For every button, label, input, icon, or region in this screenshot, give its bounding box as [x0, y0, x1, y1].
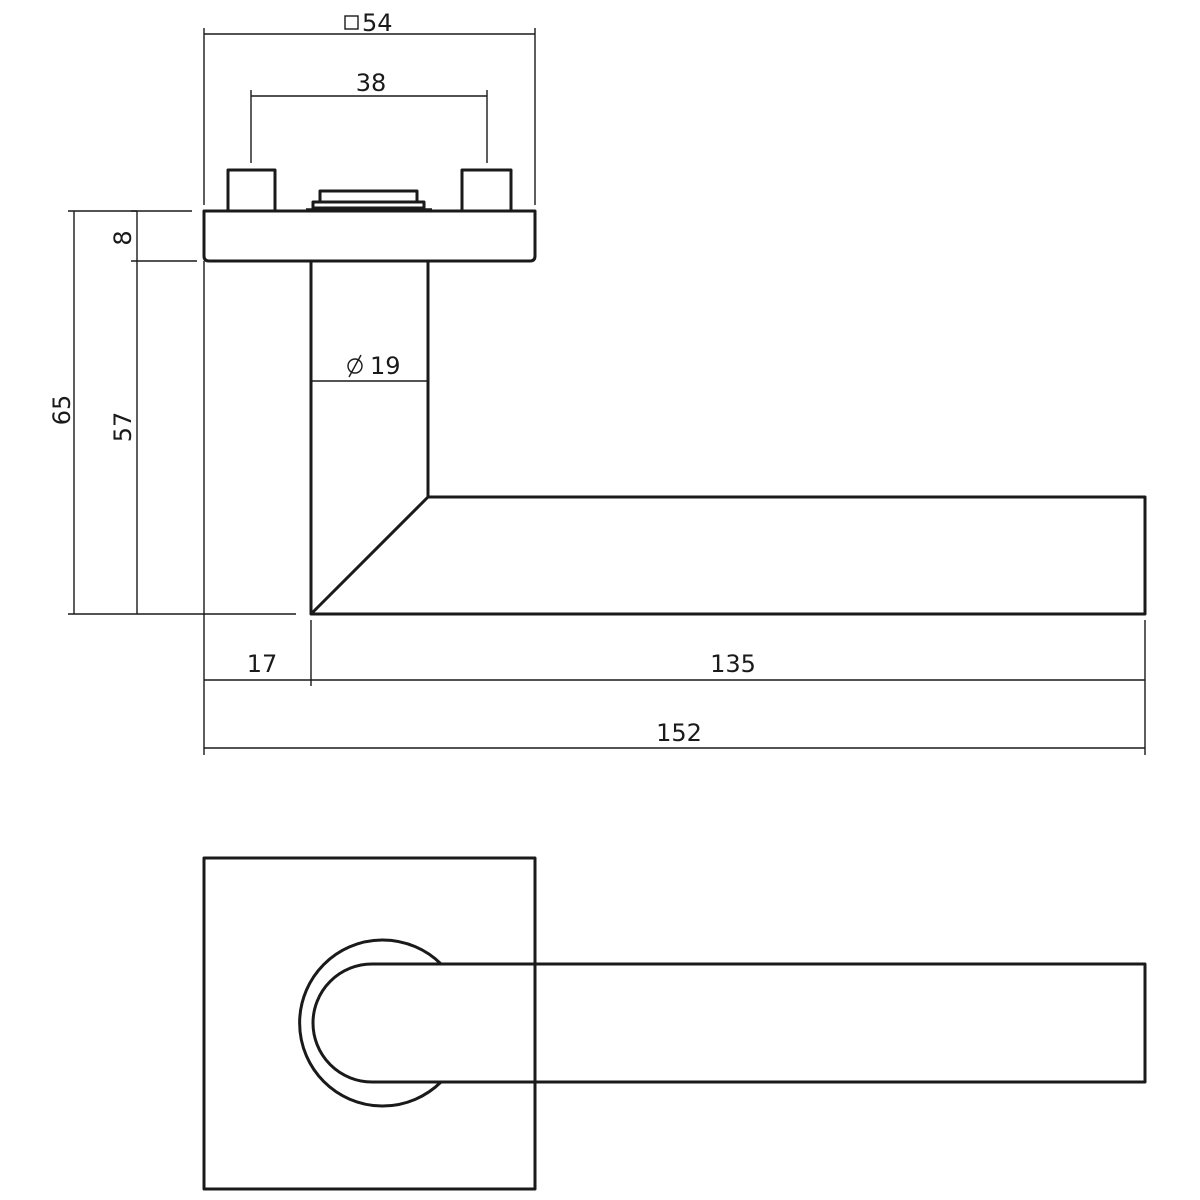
handle-side-outline: [309, 261, 1147, 616]
rose-plate-side: [202, 209, 537, 263]
lever-top-outline: [311, 962, 1147, 1084]
dim-total-height: 65: [48, 210, 296, 615]
square-symbol: [344, 15, 359, 30]
dim-label-rose-width: 54: [362, 9, 393, 37]
dim-label-total-height: 65: [48, 395, 76, 426]
dim-screw-spacing: 38: [250, 69, 488, 163]
dim-rose-thickness: 8: [109, 210, 197, 262]
dim-label-offset: 17: [247, 650, 278, 678]
dim-label-neck-diameter: 19: [370, 352, 401, 380]
dim-label-total-length: 152: [656, 719, 702, 747]
screw-post-right: [460, 168, 513, 213]
diameter-symbol: [347, 354, 363, 378]
dim-label-rose-thickness: 8: [109, 230, 137, 245]
top-view: [202, 856, 1147, 1191]
spindle-clip: [306, 189, 432, 210]
dimension-lines: 54 38 8 65 57: [48, 9, 1146, 755]
dim-total-length: 152: [204, 719, 1145, 749]
handle-mitre-line: [309, 495, 430, 616]
dim-label-screw-spacing: 38: [356, 69, 387, 97]
dim-label-neck-height: 57: [109, 412, 137, 443]
rose-plate-top: [202, 856, 537, 1191]
dim-neck-height: 57: [109, 261, 138, 614]
dim-label-lever-length: 135: [710, 650, 756, 678]
dim-rose-width: 54: [203, 9, 536, 205]
dim-offset-and-lever: 17 135: [204, 650, 1145, 681]
rose-collar: [298, 938, 443, 1108]
side-view: [202, 168, 1147, 616]
screw-post-left: [226, 168, 277, 213]
dim-neck-diameter: 19: [311, 352, 428, 382]
